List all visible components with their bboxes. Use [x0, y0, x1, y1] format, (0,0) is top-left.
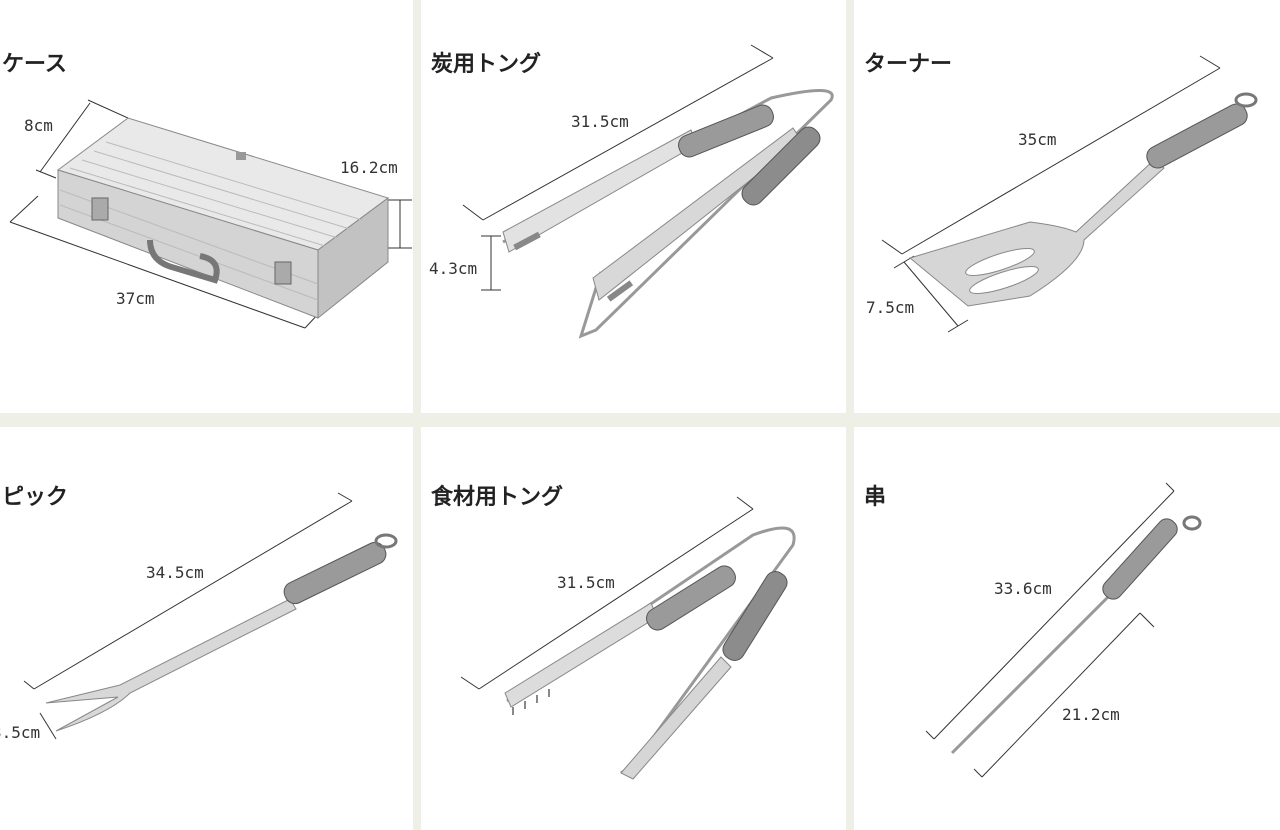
cell-charcoal-tongs: 炭用トング 31.5cm 4.3cm [421, 0, 846, 413]
skewer-blade-label: 21.2cm [1062, 705, 1120, 724]
cell-case: ケース 8cm 16.2cm 37cm [0, 0, 413, 413]
charcoal-tongs-width-label: 4.3cm [429, 259, 478, 278]
food-tongs-length-label: 31.5cm [557, 573, 615, 592]
case-height-label: 16.2cm [340, 158, 398, 177]
case-length-label: 37cm [116, 289, 155, 308]
pick-width-label: 3.5cm [0, 723, 41, 742]
case-depth-label: 8cm [24, 116, 53, 135]
charcoal-tongs-length-label: 31.5cm [571, 112, 629, 131]
turner-width-label: 7.5cm [866, 298, 915, 317]
skewer-length-label: 33.6cm [994, 579, 1052, 598]
food-tongs-illustration [460, 496, 796, 780]
case-title: ケース [2, 52, 67, 77]
turner-illustration [881, 55, 1258, 333]
cell-pick: ピック 34.5cm 3.5cm [0, 427, 413, 830]
case-illustration [9, 99, 412, 329]
cell-food-tongs: 食材用トング 31.5cm [421, 427, 846, 830]
cell-skewer: 串 33.6cm 21.2cm [854, 427, 1280, 830]
charcoal-tongs-illustration [462, 44, 834, 339]
turner-title: ターナー [864, 52, 953, 77]
food-tongs-title: 食材用トング [431, 485, 564, 510]
skewer-title: 串 [864, 485, 887, 510]
pick-length-label: 34.5cm [146, 563, 204, 582]
charcoal-tongs-title: 炭用トング [431, 52, 542, 77]
pick-title: ピック [2, 485, 69, 510]
pick-illustration [23, 492, 398, 740]
skewer-illustration [925, 482, 1202, 778]
cell-turner: ターナー 35cm 7.5cm [854, 0, 1280, 413]
turner-length-label: 35cm [1018, 130, 1057, 149]
